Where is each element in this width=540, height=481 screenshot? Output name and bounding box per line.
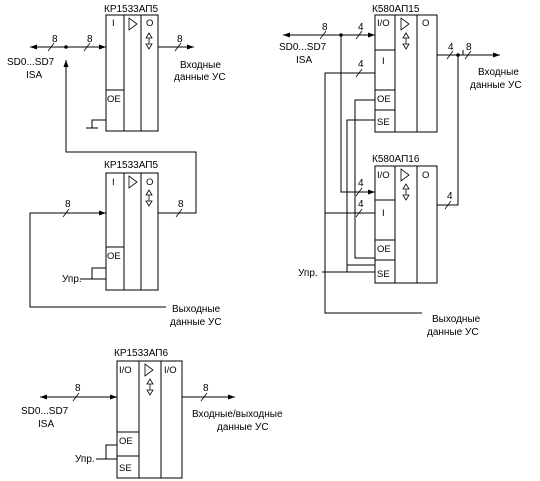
width-b-7: 8 <box>466 42 472 53</box>
chip-a-top-label: КР1533АП5 <box>104 4 158 15</box>
in-b-label-1: Выходные <box>432 314 481 325</box>
bus-a-sub: ISA <box>26 70 42 81</box>
chip-b-top-pin-oe: OE <box>377 94 391 105</box>
ctrl-b-label: Упр. <box>298 268 318 279</box>
buffer-triangle-icon <box>400 17 410 31</box>
width-c-2: 8 <box>203 383 209 394</box>
chip-b-bottom-pin-oe: OE <box>377 244 391 255</box>
width-a-3: 8 <box>177 34 183 45</box>
chip-b-top <box>374 14 438 133</box>
buffer-triangle-icon <box>128 175 138 189</box>
bidirectional-arrow-icon <box>146 378 154 396</box>
chip-c-pin-se: SE <box>119 463 132 474</box>
diagram-b: К580АП15 I/O I OE SE O 8 4 4 SD0...SD7 <box>279 4 522 338</box>
width-b-6: 4 <box>448 42 454 53</box>
bus-b-sub: ISA <box>296 55 312 66</box>
chip-b-top-pin-se: SE <box>377 117 390 128</box>
chip-c-label: КР1533АП6 <box>114 348 168 359</box>
io-c-label-2: данные УС <box>217 422 269 433</box>
width-a-1: 8 <box>52 34 58 45</box>
chip-c-pin-oe: OE <box>119 436 133 447</box>
chip-a-bottom-pin-oe: OE <box>107 251 121 262</box>
out-a-label-1: Входные <box>180 60 221 71</box>
chip-b-bottom-pin-i: I <box>382 208 385 219</box>
width-a-2: 8 <box>87 34 93 45</box>
chip-b-top-pin-io: I/O <box>377 18 390 29</box>
chip-a-bottom-label: КР1533АП5 <box>104 160 158 171</box>
chip-b-bottom-label: К580АП16 <box>372 154 420 165</box>
width-b-2: 4 <box>358 22 364 33</box>
width-b-4: 4 <box>358 59 364 70</box>
bus-b-label: SD0...SD7 <box>279 42 327 53</box>
in-a-label-1: Выходные <box>172 304 221 315</box>
buffer-triangle-icon <box>144 363 154 377</box>
bus-c-sub: ISA <box>38 419 54 430</box>
bidirectional-arrow-icon <box>402 32 410 50</box>
diagram-c: КР1533АП6 I/O I/O OE SE 8 SD0...SD7 ISA … <box>21 348 283 479</box>
chip-b-top-pin-o: O <box>422 18 429 29</box>
out-b-label-1: Входные <box>478 67 519 78</box>
diagram-a: КР1533АП5 I O OE 8 8 SD0...SD7 ISA 8 Вхо… <box>7 4 226 328</box>
bus-c-label: SD0...SD7 <box>21 406 69 417</box>
bidirectional-arrow-icon <box>145 189 153 207</box>
buffer-triangle-icon <box>400 168 410 182</box>
chip-b-top-pin-i: I <box>382 56 385 67</box>
bus-a-label: SD0...SD7 <box>7 57 55 68</box>
chip-b-bottom <box>374 165 438 284</box>
width-b-8: 4 <box>447 191 453 202</box>
chip-a-bottom-pin-o: O <box>146 177 153 188</box>
width-b-1: 8 <box>322 22 328 33</box>
width-b-5: 4 <box>358 199 364 210</box>
out-a-label-2: данные УС <box>174 72 226 83</box>
chip-c <box>116 360 183 479</box>
chip-a-top-pin-oe: OE <box>107 94 121 105</box>
out-b-label-2: данные УС <box>470 80 522 91</box>
chip-a-bottom-pin-i: I <box>112 177 115 188</box>
io-c-label-1: Входные/выходные <box>192 409 283 420</box>
chip-c-pin-io-right: I/O <box>164 365 177 376</box>
chip-a-top <box>105 14 159 132</box>
chip-a-top-pin-i: I <box>112 18 115 29</box>
in-b-label-2: данные УС <box>427 327 479 338</box>
chip-a-top-pin-o: O <box>146 18 153 29</box>
width-a-5: 8 <box>65 199 71 210</box>
chip-b-bottom-pin-io: I/O <box>377 170 390 181</box>
buffer-triangle-icon <box>128 17 138 31</box>
width-c-1: 8 <box>75 383 81 394</box>
bidirectional-arrow-icon <box>402 183 410 201</box>
width-a-4: 8 <box>178 199 184 210</box>
ctrl-a-label: Упр. <box>62 274 82 285</box>
chip-b-bottom-pin-se: SE <box>377 269 390 280</box>
ctrl-c-label: Упр. <box>75 454 95 465</box>
width-b-3: 4 <box>358 178 364 189</box>
chip-c-pin-io-left: I/O <box>119 365 132 376</box>
chip-b-top-label: К580АП15 <box>372 4 420 15</box>
chip-a-bottom <box>105 172 159 291</box>
chip-b-bottom-pin-o: O <box>422 170 429 181</box>
in-a-label-2: данные УС <box>170 317 222 328</box>
bidirectional-arrow-icon <box>145 32 153 50</box>
